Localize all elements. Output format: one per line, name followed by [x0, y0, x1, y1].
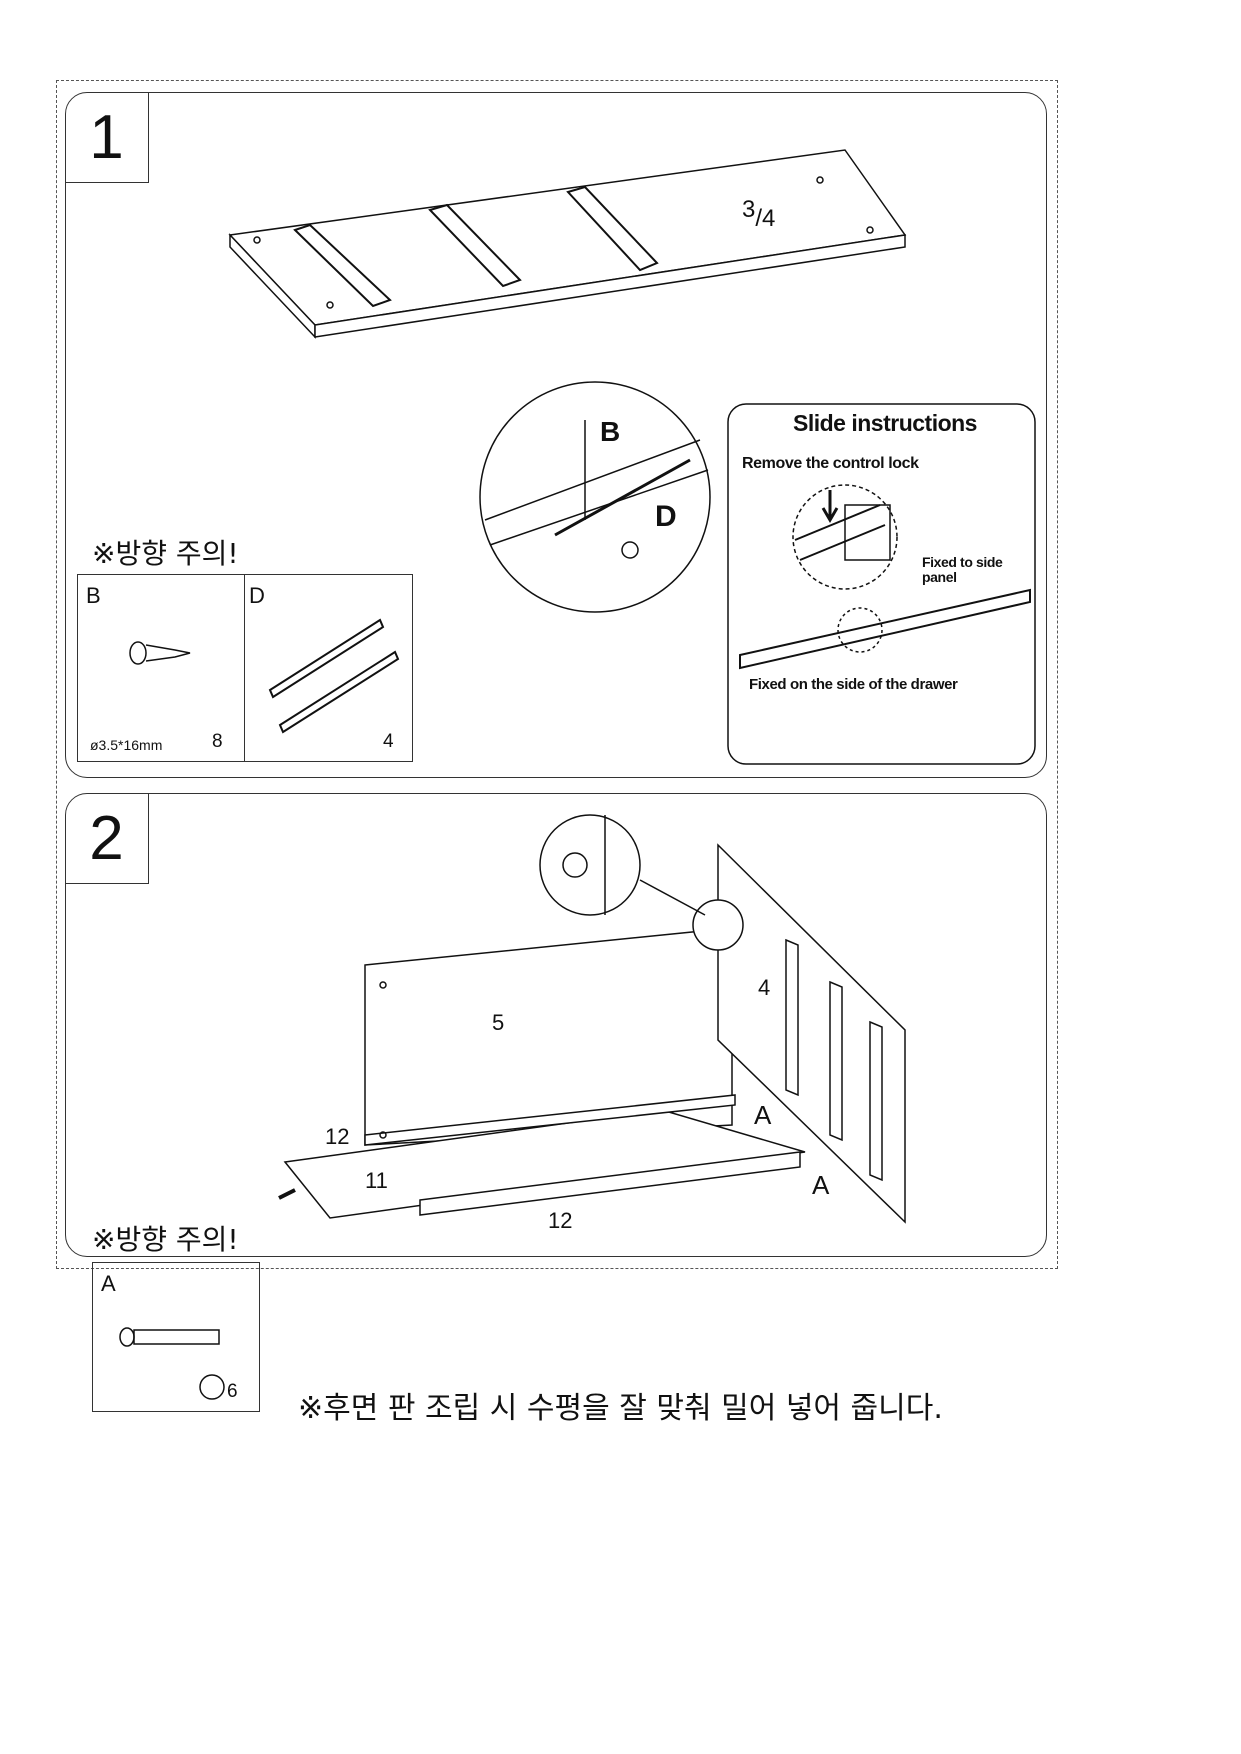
parts-box-step1: B ø3.5*16mm 8 D 4 — [77, 574, 413, 762]
detail-circle-drawing — [479, 381, 711, 613]
step-1-number: 1 — [65, 92, 149, 183]
label-front-rail: 12 — [548, 1208, 573, 1233]
slide-drawing — [739, 484, 1031, 670]
caution-direction-2: ※방향 주의! — [92, 1223, 239, 1256]
fixed-drawer-label: Fixed on the side of the drawer — [749, 676, 958, 693]
part-code-b: B — [86, 583, 101, 608]
part-qty-b: 8 — [212, 731, 223, 752]
detail-label-d: D — [655, 500, 677, 533]
cam-bolt-icon — [119, 1327, 225, 1400]
label-side-panel: 4 — [758, 975, 771, 1000]
top-panel-drawing — [228, 149, 907, 339]
part-code-a: A — [101, 1271, 116, 1296]
part-spec-b: ø3.5*16mm — [90, 737, 163, 753]
caution-direction-1: ※방향 주의! — [92, 537, 239, 570]
page-border — [56, 80, 1058, 1269]
part-code-d: D — [249, 583, 265, 608]
label-cam-a-1: A — [754, 1100, 772, 1130]
panel-label-fraction: 3/4 — [742, 196, 776, 232]
fraction-denominator: 4 — [762, 205, 776, 232]
assembly-note: ※후면 판 조립 시 수평을 잘 맞춰 밀어 넣어 줍니다. — [298, 1391, 943, 1426]
step-2-number: 2 — [65, 793, 149, 884]
cabinet-drawing — [278, 814, 906, 1224]
slide-instructions-title: Slide instructions — [793, 410, 977, 436]
label-cam-a-2: A — [812, 1170, 830, 1200]
fixed-side-panel-label: Fixed to side panel — [922, 554, 1003, 585]
screw-icon — [129, 641, 191, 665]
label-bottom: 11 — [365, 1168, 388, 1193]
fraction-numerator: 3 — [742, 196, 756, 223]
step-2-panel — [65, 793, 1047, 1257]
remove-lock-label: Remove the control lock — [742, 455, 919, 472]
part-qty-d: 4 — [383, 731, 394, 752]
parts-divider — [244, 575, 245, 761]
parts-box-step2: A 6 — [92, 1262, 260, 1412]
slide-rail-icon — [268, 618, 400, 734]
detail-label-b: B — [600, 416, 621, 447]
part-qty-a: 6 — [227, 1381, 238, 1402]
label-back-rail: 12 — [325, 1124, 350, 1149]
label-back-panel: 5 — [492, 1010, 505, 1035]
